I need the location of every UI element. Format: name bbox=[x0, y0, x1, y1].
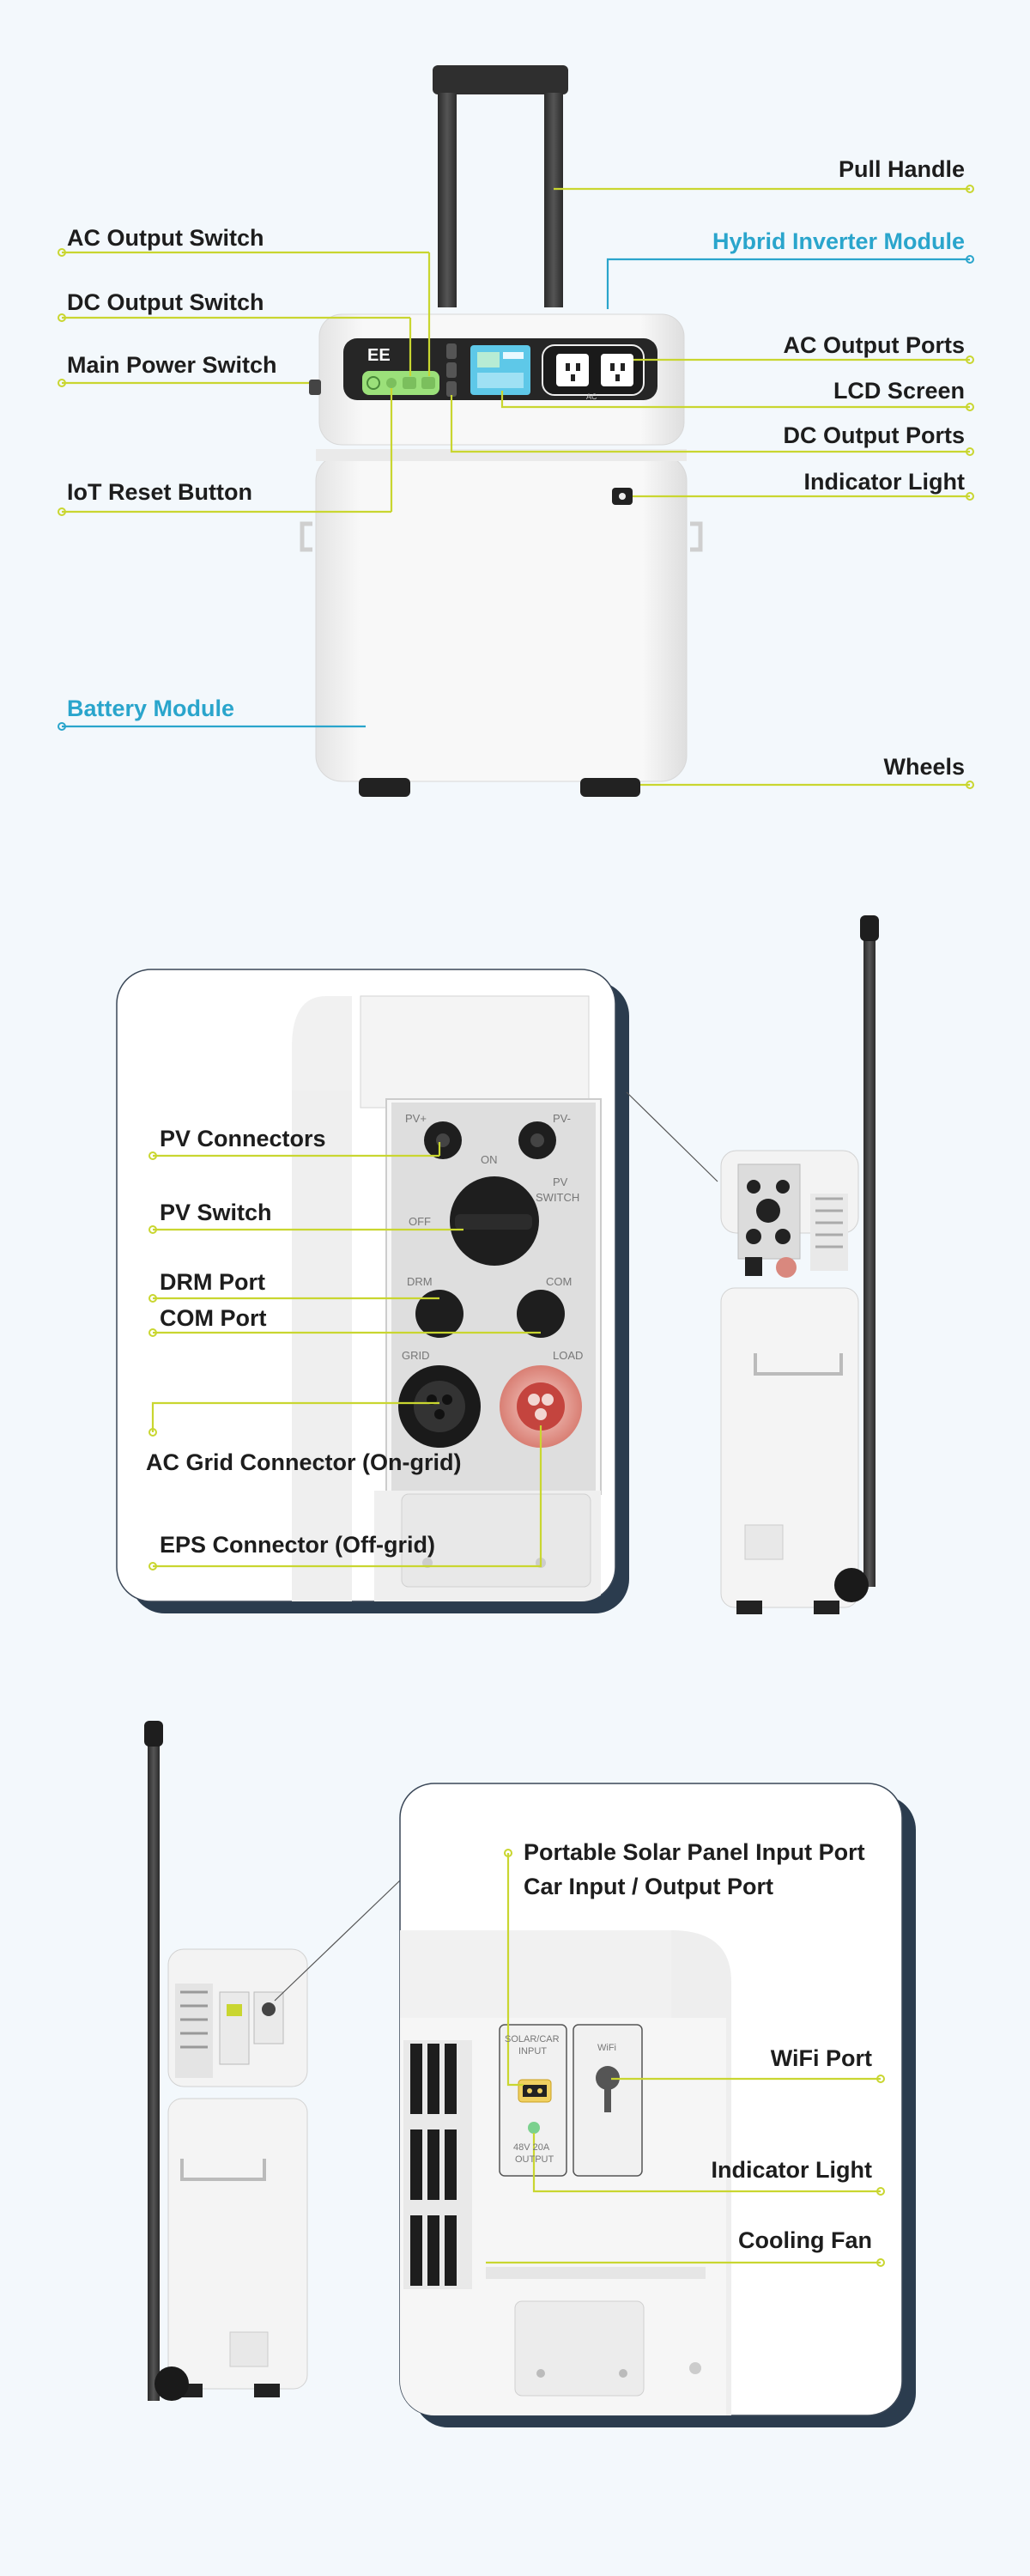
marking-pv-switch-2: SWITCH bbox=[536, 1191, 580, 1204]
marking-drm: DRM bbox=[407, 1275, 433, 1288]
marking-solar-car-2: INPUT bbox=[518, 2046, 547, 2057]
label-main-power-switch: Main Power Switch bbox=[67, 352, 277, 378]
ac-switch-icon bbox=[421, 377, 435, 389]
label-ac-output-ports: AC Output Ports bbox=[783, 332, 965, 358]
handle-grip bbox=[433, 65, 568, 94]
right-side-panel bbox=[399, 1783, 916, 2427]
right-side-callouts bbox=[486, 1853, 881, 2264]
marking-pv-switch-1: PV bbox=[553, 1176, 568, 1188]
handle-rod bbox=[863, 917, 876, 1587]
ac-socket bbox=[601, 354, 633, 386]
label-wifi-port: WiFi Port bbox=[770, 2045, 872, 2071]
front-module-lines bbox=[62, 258, 970, 728]
handle-rod bbox=[148, 1731, 160, 2401]
label-pull-handle: Pull Handle bbox=[838, 156, 965, 182]
left-side-callouts bbox=[151, 1142, 542, 1568]
marking-com: COM bbox=[546, 1275, 573, 1288]
ac-marking: AC bbox=[586, 392, 597, 401]
usb-port bbox=[446, 343, 457, 359]
label-car-io-port: Car Input / Output Port bbox=[524, 1874, 773, 1899]
left-side-small-device bbox=[720, 915, 879, 1614]
handle-rod-left bbox=[438, 93, 457, 307]
dc-switch-icon bbox=[403, 377, 416, 389]
label-indicator-light-side: Indicator Light bbox=[711, 2157, 872, 2183]
left-side-dots bbox=[148, 1151, 157, 1571]
usb-port bbox=[446, 381, 457, 397]
marking-output-1: 48V 20A bbox=[513, 2142, 550, 2153]
label-com-port: COM Port bbox=[160, 1305, 267, 1331]
label-ac-grid-connector: AC Grid Connector (On-grid) bbox=[146, 1449, 462, 1475]
label-iot-reset-button: IoT Reset Button bbox=[67, 479, 252, 505]
ac-socket bbox=[556, 354, 589, 386]
iot-button-icon bbox=[386, 378, 397, 388]
label-eps-connector: EPS Connector (Off-grid) bbox=[160, 1532, 435, 1558]
marking-pv-plus: PV+ bbox=[405, 1112, 427, 1125]
marking-solar-car-1: SOLAR/CAR bbox=[505, 2034, 560, 2044]
front-callouts bbox=[62, 187, 970, 787]
label-battery-module: Battery Module bbox=[67, 696, 235, 721]
right-side-dots bbox=[504, 1849, 885, 2267]
marking-on: ON bbox=[481, 1153, 498, 1166]
brand-logo-text: EE bbox=[367, 346, 391, 365]
label-pv-connectors: PV Connectors bbox=[160, 1126, 326, 1151]
marking-off: OFF bbox=[409, 1215, 431, 1228]
power-switch-icon bbox=[367, 376, 380, 390]
label-cooling-fan: Cooling Fan bbox=[738, 2227, 872, 2253]
right-side-small-device bbox=[144, 1721, 308, 2401]
marking-grid: GRID bbox=[402, 1349, 430, 1362]
label-portable-solar-input: Portable Solar Panel Input Port bbox=[524, 1839, 865, 1865]
label-indicator-light: Indicator Light bbox=[803, 469, 965, 495]
usb-port bbox=[446, 362, 457, 378]
front-callout-dots bbox=[58, 185, 974, 789]
label-ac-output-switch: AC Output Switch bbox=[67, 225, 264, 251]
wheel bbox=[580, 778, 640, 797]
marking-output-2: OUTPUT bbox=[515, 2154, 554, 2165]
front-view-device bbox=[300, 65, 703, 797]
label-hybrid-inverter-module: Hybrid Inverter Module bbox=[712, 228, 965, 254]
indicator-light bbox=[528, 2122, 540, 2134]
label-lcd-screen: LCD Screen bbox=[833, 378, 965, 404]
marking-load: LOAD bbox=[553, 1349, 584, 1362]
marking-wifi: WiFi bbox=[597, 2043, 616, 2053]
label-dc-output-ports: DC Output Ports bbox=[783, 422, 965, 448]
label-dc-output-switch: DC Output Switch bbox=[67, 289, 264, 315]
switch-panel bbox=[362, 371, 439, 395]
label-pv-switch: PV Switch bbox=[160, 1200, 272, 1225]
label-drm-port: DRM Port bbox=[160, 1269, 265, 1295]
wheel bbox=[359, 778, 410, 797]
marking-pv-minus: PV- bbox=[553, 1112, 571, 1125]
handle-rod-right bbox=[544, 93, 563, 307]
label-wheels: Wheels bbox=[883, 754, 965, 780]
